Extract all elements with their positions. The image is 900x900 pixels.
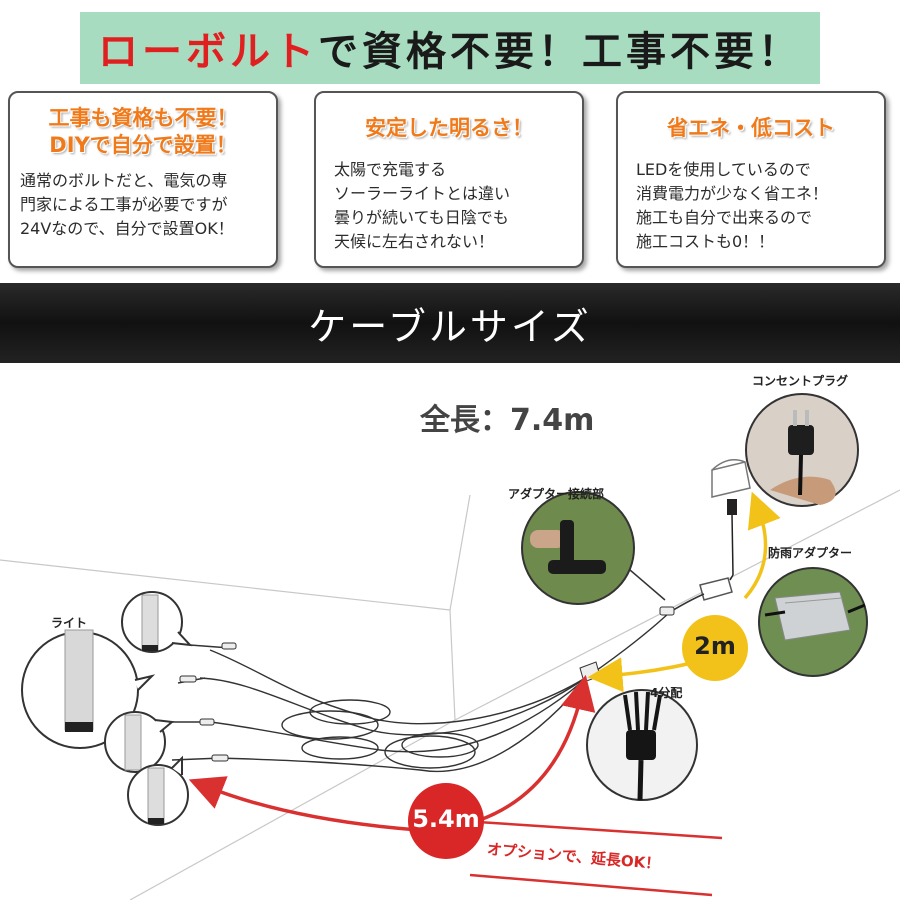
feature-card-title-line1: 省エネ・低コスト xyxy=(667,116,835,140)
adapter-joint-label: アダプター接続部 xyxy=(508,487,605,501)
badge-5-4m-text: 5.4m xyxy=(412,805,480,833)
photo-rain-adapter xyxy=(758,567,868,677)
light-circle-1 xyxy=(121,591,193,653)
headline-text: ローボルトで資格不要！工事不要！ xyxy=(98,19,802,77)
red-underlines xyxy=(469,820,723,897)
feature-card-body: LEDを使用しているので 消費電力が少なく省エネ！ 施工も自分で出来るので 施工… xyxy=(636,160,829,251)
feature-card-body: 太陽で充電する ソーラーライトとは違い 曇りが続いても日陰でも 天候に左右されな… xyxy=(334,160,511,251)
feature-card-title: 安定した明るさ！ xyxy=(316,115,582,142)
light-circle-large xyxy=(21,629,156,749)
adapter-box xyxy=(669,574,734,613)
photo-splitter xyxy=(586,689,698,801)
total-length-label: 全長：7.4m xyxy=(420,403,595,438)
feature-card-body: 通常のボルトだと、電気の専 門家による工事が必要ですが 24Vなので、自分で設置… xyxy=(20,171,234,238)
feature-card-title: 工事も資格も不要！ DIYで自分で設置！ xyxy=(10,105,276,159)
light-circle-3 xyxy=(127,755,189,826)
feature-card-title-line2: DIYで自分で設置！ xyxy=(49,133,237,157)
headline-banner: ローボルトで資格不要！工事不要！ xyxy=(80,12,820,84)
light-label: ライト xyxy=(51,616,88,630)
plug-small xyxy=(727,499,737,576)
section-title: ケーブルサイズ xyxy=(308,304,592,349)
outlet-box xyxy=(711,459,751,498)
photo-plug xyxy=(745,393,859,507)
feature-card-title: 省エネ・低コスト xyxy=(618,115,884,142)
light-circles xyxy=(21,591,193,826)
photo-adapter-joint xyxy=(521,491,666,605)
section-header-band: ケーブルサイズ xyxy=(0,283,900,363)
badge-2m-text: 2m xyxy=(694,632,736,660)
feature-card-diy: 工事も資格も不要！ DIYで自分で設置！ 通常のボルトだと、電気の専 門家による… xyxy=(8,91,278,268)
headline-highlight: ローボルト xyxy=(98,29,318,75)
plug-label: コンセントプラグ xyxy=(752,374,849,388)
light-circle-2 xyxy=(104,711,175,773)
red-arrows xyxy=(188,674,596,832)
cable-diagram xyxy=(0,393,900,900)
headline-rest: で資格不要！工事不要！ xyxy=(318,29,802,75)
badge-5-4m xyxy=(408,783,484,859)
feature-card-brightness: 安定した明るさ！ 太陽で充電する ソーラーライトとは違い 曇りが続いても日陰でも… xyxy=(314,91,584,268)
rain-adapter-label: 防雨アダプター xyxy=(768,546,853,560)
splitter-label: 4分配 xyxy=(650,686,683,700)
feature-card-title-line1: 安定した明るさ！ xyxy=(365,116,533,140)
room-perspective-lines xyxy=(0,489,900,900)
badge-2m xyxy=(682,615,748,681)
feature-card-title-line1: 工事も資格も不要！ xyxy=(48,106,238,130)
feature-card-eco: 省エネ・低コスト LEDを使用しているので 消費電力が少なく省エネ！ 施工も自分… xyxy=(616,91,886,268)
